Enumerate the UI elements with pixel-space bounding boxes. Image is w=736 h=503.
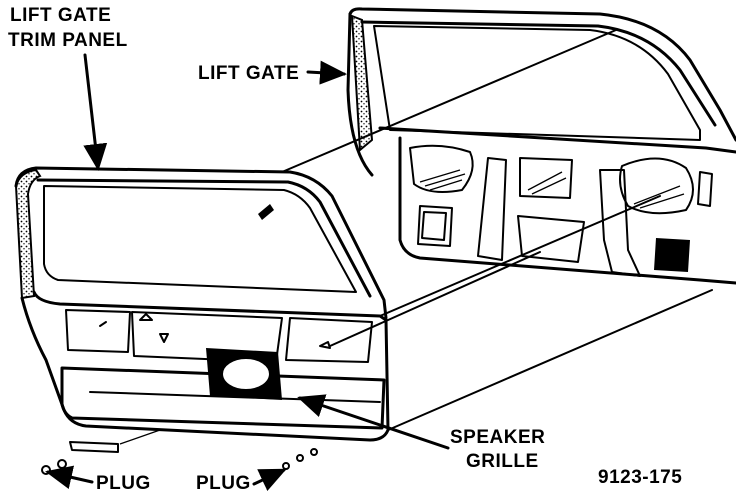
lift-gate-leader <box>306 60 347 85</box>
plug-left-leader <box>45 465 94 490</box>
leader-arrows <box>45 53 450 492</box>
figure-id: 9123-175 <box>598 467 683 488</box>
alignment-lines <box>281 29 713 431</box>
label-trim-panel-line2: TRIM PANEL <box>8 30 128 51</box>
speaker-grille-leader <box>297 394 450 450</box>
label-speaker-line1: SPEAKER <box>450 427 546 448</box>
lift-gate <box>346 7 736 285</box>
label-speaker-line2: GRILLE <box>466 451 539 472</box>
label-plug-left: PLUG <box>96 473 151 494</box>
label-plug-right: PLUG <box>196 473 251 494</box>
speaker-grille <box>206 348 282 400</box>
label-trim-panel-line1: LIFT GATE <box>10 5 112 26</box>
lift-gate-trim-panel <box>14 166 390 442</box>
trim-panel-leader <box>83 53 108 171</box>
label-lift-gate: LIFT GATE <box>198 63 300 84</box>
plug-right-leader <box>252 468 287 492</box>
